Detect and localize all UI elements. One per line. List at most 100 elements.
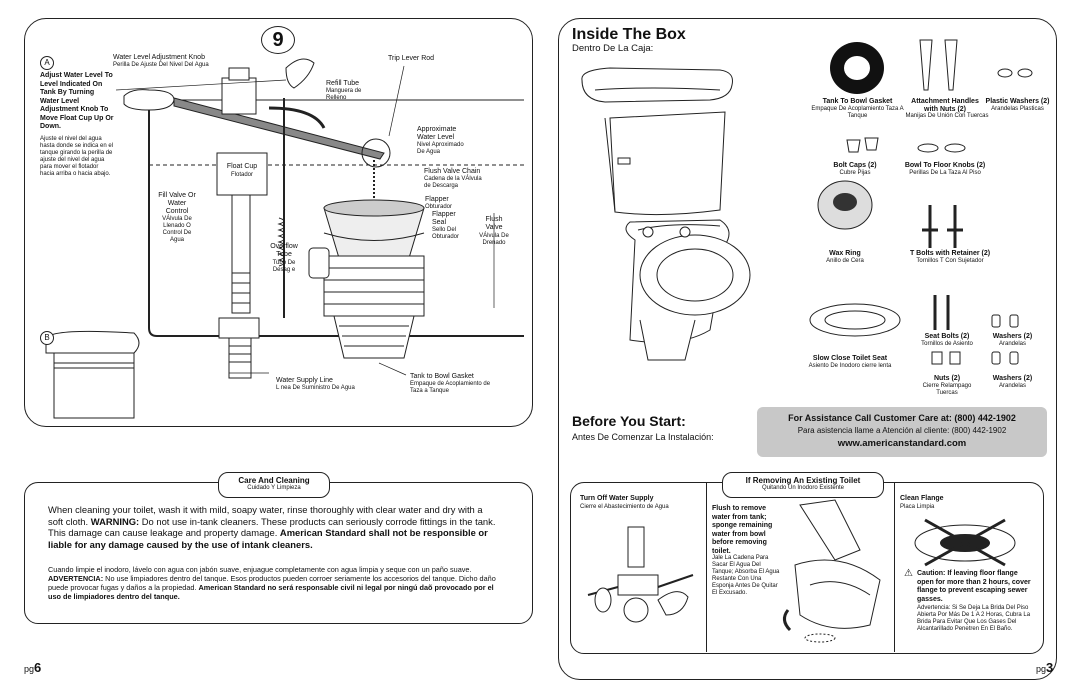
flush-remove-title: Flush to remove water from tank; sponge … — [712, 505, 773, 555]
seat-label-es: Asiento De Inodoro cierre lenta — [808, 363, 892, 369]
wax-ring-label: Wax Ring — [829, 250, 861, 257]
nuts-label-es: Cierre Relampago Tuercas — [922, 383, 972, 396]
plastic-washers-label: Plastic Washers (2) — [985, 98, 1050, 105]
inside-box-title: Inside The Box — [572, 26, 686, 43]
flapper-label-es: Obturador — [425, 204, 453, 210]
fill-valve-label-es: VÁlvula De Llenado O Control De Agua — [162, 216, 192, 243]
shutoff-valve-drawing — [587, 526, 694, 623]
care-es-2: No use limpiadores dentro del tanque. Es… — [48, 574, 496, 592]
clean-flange-title: Clean Flange — [900, 495, 944, 502]
washers-1-label: Washers (2) — [992, 333, 1033, 340]
supply-line-label: Water Supply Line — [276, 377, 333, 384]
parts-icons — [809, 39, 1033, 365]
knob-label-es: Perilla De Ajuste Del Nivel Del Agua — [113, 62, 209, 68]
caution-text-es: Advertencia: Si Se Deja La Brida Del Pis… — [917, 605, 1031, 632]
turn-off-title: Turn Off Water Supply — [580, 495, 654, 502]
assist-url[interactable]: www.americanstandard.com — [837, 438, 967, 449]
tank-mechanism-diagram — [45, 58, 524, 419]
diagram-b-letter: B — [40, 331, 54, 345]
page-prefix-right: pg — [1036, 664, 1047, 674]
plastic-washers-label-es: Arandelas Plasticas — [991, 106, 1044, 112]
seat-label: Slow Close Toilet Seat — [812, 355, 888, 362]
handles-part-label: Attachment Handles with Nuts (2) — [911, 98, 979, 113]
care-header: Care And Cleaning Cuidado Y Limpieza — [218, 472, 330, 498]
seat-bolts-label: Seat Bolts (2) — [924, 333, 970, 340]
seat-bolts-label-es: Tornillos de Asiento — [921, 341, 973, 347]
clean-flange-title-es: Placa Limpia — [900, 504, 935, 510]
diagram-a-letter: A — [40, 56, 54, 70]
care-panel — [24, 482, 533, 624]
page-number-right: pg3 — [1036, 660, 1053, 675]
adjust-instruction: Adjust Water Level To Level Indicated On… — [40, 72, 114, 130]
flush-valve-label: Flush Valve — [485, 216, 503, 231]
gasket-label-es: Empaque de Acoplamiento de Taza a Tanque — [410, 381, 491, 394]
assistance-box: For Assistance Call Customer Care at: (8… — [757, 407, 1047, 457]
page-num-right: 3 — [1046, 660, 1054, 675]
care-en-2: Do not use in-tank cleaners. These produ… — [48, 515, 496, 539]
toilet-illustration — [581, 67, 751, 361]
care-warning-label: WARNING: — [90, 515, 140, 527]
removing-header: If Removing An Existing Toilet Quitando … — [722, 472, 884, 498]
chain-label-es: Cadena de la VÁlvula de Descarga — [424, 176, 482, 189]
approx-level-label: Approximate Water Level — [417, 126, 457, 141]
care-title: Care And Cleaning — [238, 476, 310, 485]
refill-tube-label: Refill Tube — [326, 80, 360, 87]
flapper-seal-label-es: Sello Del Obturador — [432, 227, 460, 240]
removing-divider-1 — [706, 482, 707, 652]
t-bolts-label: T Bolts with Retainer (2) — [909, 250, 991, 257]
knob-label: Water Level Adjustment Knob — [113, 54, 205, 61]
adjust-instruction-es: Ajuste el nivel del agua hasta donde se … — [40, 136, 114, 177]
caution-text: Caution: If leaving floor flange open fo… — [917, 570, 1031, 603]
inside-box-subtitle: Dentro De La Caja: — [572, 43, 654, 54]
flush-toilet-drawing — [783, 499, 881, 643]
trip-lever-label: Trip Lever Rod — [388, 55, 435, 62]
t-bolts-label-es: Tornillos T Con Sujetador — [916, 258, 984, 264]
flapper-seal-label: Flapper Seal — [432, 211, 456, 226]
bolt-caps-label: Bolt Caps (2) — [833, 162, 877, 169]
floor-knobs-label: Bowl To Floor Knobs (2) — [904, 162, 986, 169]
page-num-left: 6 — [34, 660, 42, 675]
floor-knobs-label-es: Perillas De La Taza Al Piso — [909, 170, 981, 176]
chain-label: Flush Valve Chain — [424, 168, 481, 175]
nuts-label: Nuts (2) — [933, 375, 961, 382]
float-cup-label: Float Cup — [226, 163, 258, 170]
care-paragraph-es: Cuando limpie el inodoro, lávelo con agu… — [48, 565, 498, 601]
care-paragraph-en: When cleaning your toilet, wash it with … — [48, 504, 498, 550]
overflow-label: Overflow Tube — [270, 243, 298, 258]
flapper-label: Flapper — [425, 196, 449, 203]
care-en-bold: American Standard shall not be responsib… — [48, 527, 488, 550]
removing-title-es: Quitando Un Inodoro Existente — [761, 485, 845, 491]
handles-part-label-es: Manijas De Unión Con Tuercas — [905, 113, 989, 119]
gasket-part-label: Tank To Bowl Gasket — [822, 98, 893, 105]
page-number-left: pg6 — [24, 660, 41, 675]
turn-off-title-es: Cierre el Abastecimiento de Agua — [580, 504, 669, 510]
washers-2-label-es: Arandelas — [998, 383, 1027, 389]
supply-line-label-es: L nea De Suministro De Agua — [276, 385, 355, 391]
before-start-subtitle: Antes De Comenzar La Instalación: — [572, 432, 714, 442]
care-advert-label: ADVERTENCIA: — [48, 574, 104, 583]
care-es-bold: American Standard no será responsable ci… — [48, 583, 494, 601]
gasket-part-label-es: Empaque De Acoplamiento Taza A Tanque — [811, 106, 904, 119]
care-en-1: When cleaning your toilet, wash it with … — [48, 504, 483, 527]
washers-2-label: Washers (2) — [992, 375, 1033, 382]
assist-line-en: For Assistance Call Customer Care at: (8… — [788, 413, 1016, 423]
step-number-badge: 9 — [261, 26, 295, 54]
refill-tube-label-es: Manguera de Relleno — [326, 88, 362, 101]
fill-valve-label: Fill Valve Or Water Control — [158, 192, 196, 215]
caution-warning-icon: ⚠ — [904, 568, 913, 579]
washers-1-label-es: Arandelas — [998, 341, 1027, 347]
approx-level-label-es: Nivel Aproximado De Agua — [417, 142, 464, 155]
care-es-1: Cuando limpie el inodoro, lávelo con agu… — [48, 565, 472, 574]
assist-line-es: Para asistencia llame a Atención al clie… — [797, 426, 1007, 435]
flush-remove-es: Jale La Cadena Para Sacar El Agua Del Ta… — [712, 555, 780, 596]
overflow-label-es: Tubo De Desag e — [272, 260, 296, 273]
flush-valve-label-es: VÁlvula De Drenado — [479, 233, 509, 246]
wax-ring-label-es: Anillo de Cera — [826, 258, 864, 264]
removing-divider-2 — [894, 482, 895, 652]
care-title-es: Cuidado Y Limpieza — [247, 485, 301, 491]
page-prefix-left: pg — [24, 664, 35, 674]
float-cup-label-es: Flotador — [230, 172, 253, 178]
bolt-caps-label-es: Cubre Pijas — [839, 170, 871, 176]
before-start-title: Before You Start: — [572, 413, 686, 429]
flange-drawing — [914, 518, 1016, 567]
